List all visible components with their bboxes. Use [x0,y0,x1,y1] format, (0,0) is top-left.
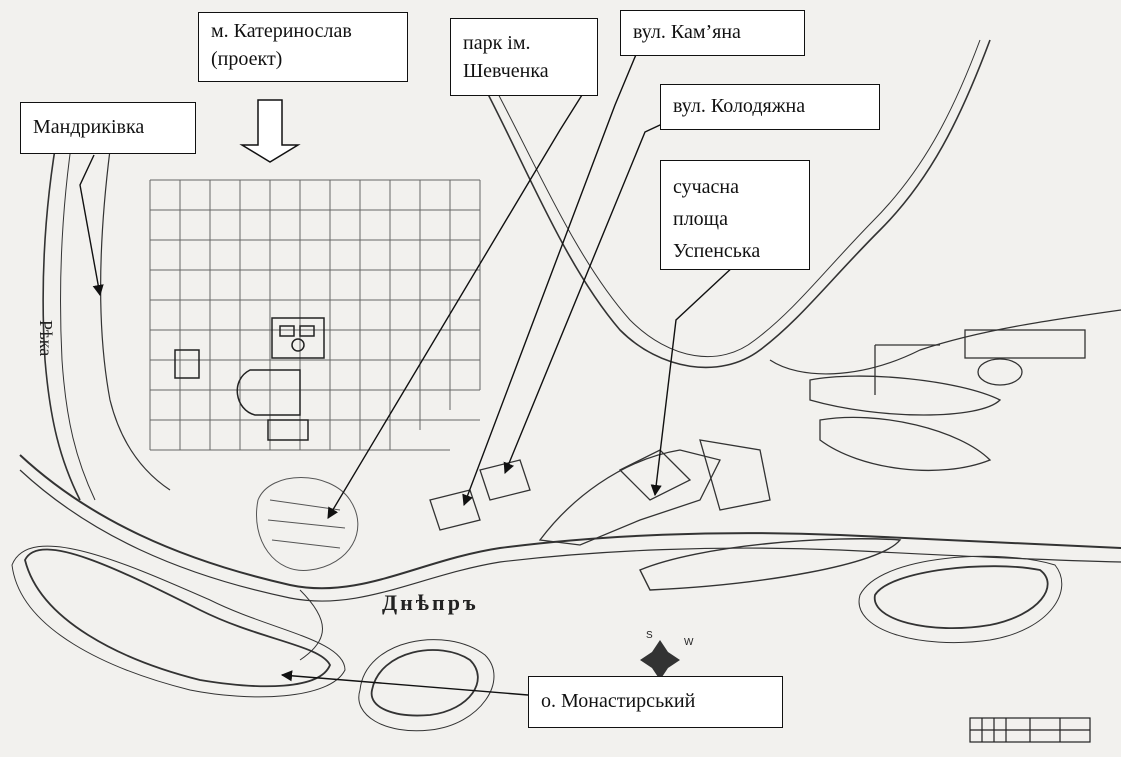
ravine-north [469,39,1121,375]
island-east [874,565,1049,630]
sandbank [639,538,902,591]
callout-uspenska-line3: Успенська [673,240,761,262]
river-name-dnipro: Днѣпръ [382,590,479,615]
callout-park-line2: Шевченка [463,60,549,82]
eastern-fields [809,329,1086,472]
river-west [42,119,171,501]
callout-monastyrskyi-text: о. Монастирський [541,690,696,712]
down-arrow-icon [239,99,301,163]
callout-park-line1: парк ім. [463,32,531,54]
callout-katerynoslav-line2: (проект) [211,48,283,70]
compass-rose-icon: S W [640,630,694,680]
callout-kolodyazhna: вул. Колодяжна [660,84,880,130]
callout-monastyrskyi: о. Монастирський [528,676,783,728]
callout-mandrykivka-text: Мандриківка [33,116,145,138]
island-monastyrskyi [24,548,331,688]
river-dnipro [19,454,1121,661]
city-grid [149,179,481,451]
callout-uspenska-line2: площа [673,208,728,230]
river-name-side: Рѣка [36,320,56,356]
island-center [370,649,479,717]
scale-bar [969,717,1091,743]
central-buildings [174,317,325,441]
callout-mandrykivka: Мандриківка [20,102,196,154]
callout-uspenska-line1: сучасна [673,176,740,198]
compass-west: W [684,637,694,648]
callout-kamyana-text: вул. Кам’яна [633,21,741,43]
settlement-blocks [429,439,771,546]
callout-kamyana: вул. Кам’яна [620,10,805,56]
callout-katerynoslav-line1: м. Катеринослав [211,20,352,42]
callout-uspenska: сучасна площа Успенська [660,160,810,270]
callout-park: парк ім. Шевченка [450,18,598,96]
islands [11,538,1063,732]
compass-south: S [646,630,653,641]
callout-katerynoslav: м. Катеринослав (проект) [198,12,408,82]
callout-kolodyazhna-text: вул. Колодяжна [673,95,806,117]
